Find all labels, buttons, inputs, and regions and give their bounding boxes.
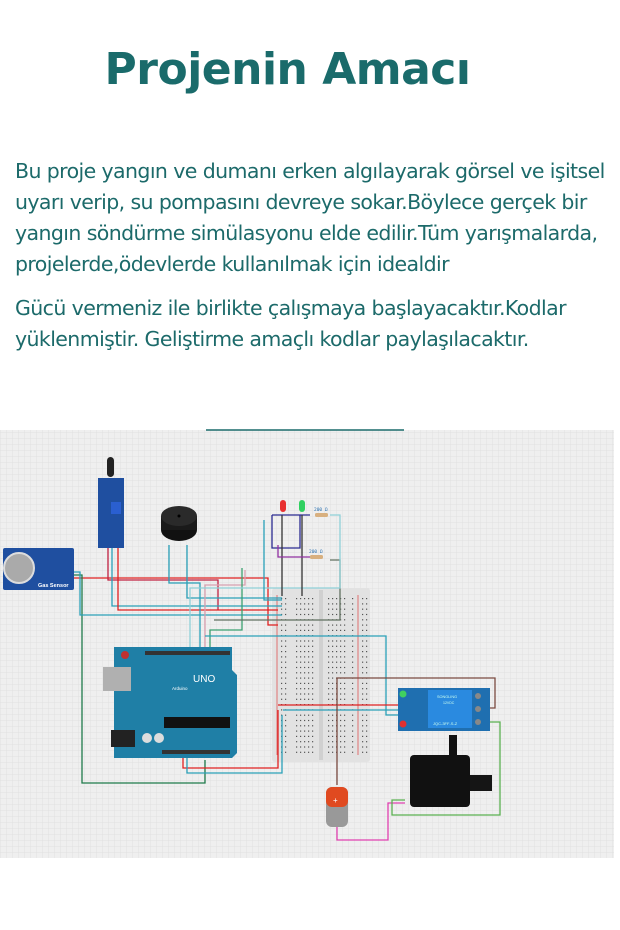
flame-sensor [98, 457, 124, 548]
resistor-label: 200 Ω [314, 507, 328, 513]
arduino-uno: UNO Arduino [103, 647, 237, 758]
leds [280, 500, 305, 512]
gas-sensor-label: Gas Sensor [38, 583, 69, 589]
relay-module: SONGLING 12VDC JQC-3FF-S-Z [398, 688, 490, 731]
status-paragraph: Gücü vermeniz ile birlikte çalışmaya baş… [15, 296, 567, 351]
description-paragraph: Bu proje yangın ve dumanı erken algılaya… [15, 159, 605, 276]
resistor-label: 200 Ω [309, 549, 323, 555]
water-pump [410, 735, 492, 807]
relay-brand: SONGLING [437, 695, 457, 699]
circuit-diagram: Gas Sensor 200 Ω 200 Ω UNO Arduino [0, 429, 614, 858]
breadboard [272, 588, 370, 762]
arduino-model: UNO [193, 674, 215, 685]
red-led [280, 500, 286, 512]
wires [74, 514, 501, 841]
arduino-brand: Arduino [172, 686, 188, 691]
battery-sign: + [333, 796, 338, 805]
green-led [299, 500, 305, 512]
battery: + [326, 787, 348, 827]
gas-sensor: Gas Sensor [3, 548, 74, 590]
relay-model: JQC-3FF-S-Z [433, 721, 458, 726]
page-title: Projenin Amacı [104, 44, 471, 95]
relay-voltage: 12VDC [443, 701, 455, 705]
resistors: 200 Ω 200 Ω [309, 507, 328, 559]
buzzer [161, 506, 197, 541]
